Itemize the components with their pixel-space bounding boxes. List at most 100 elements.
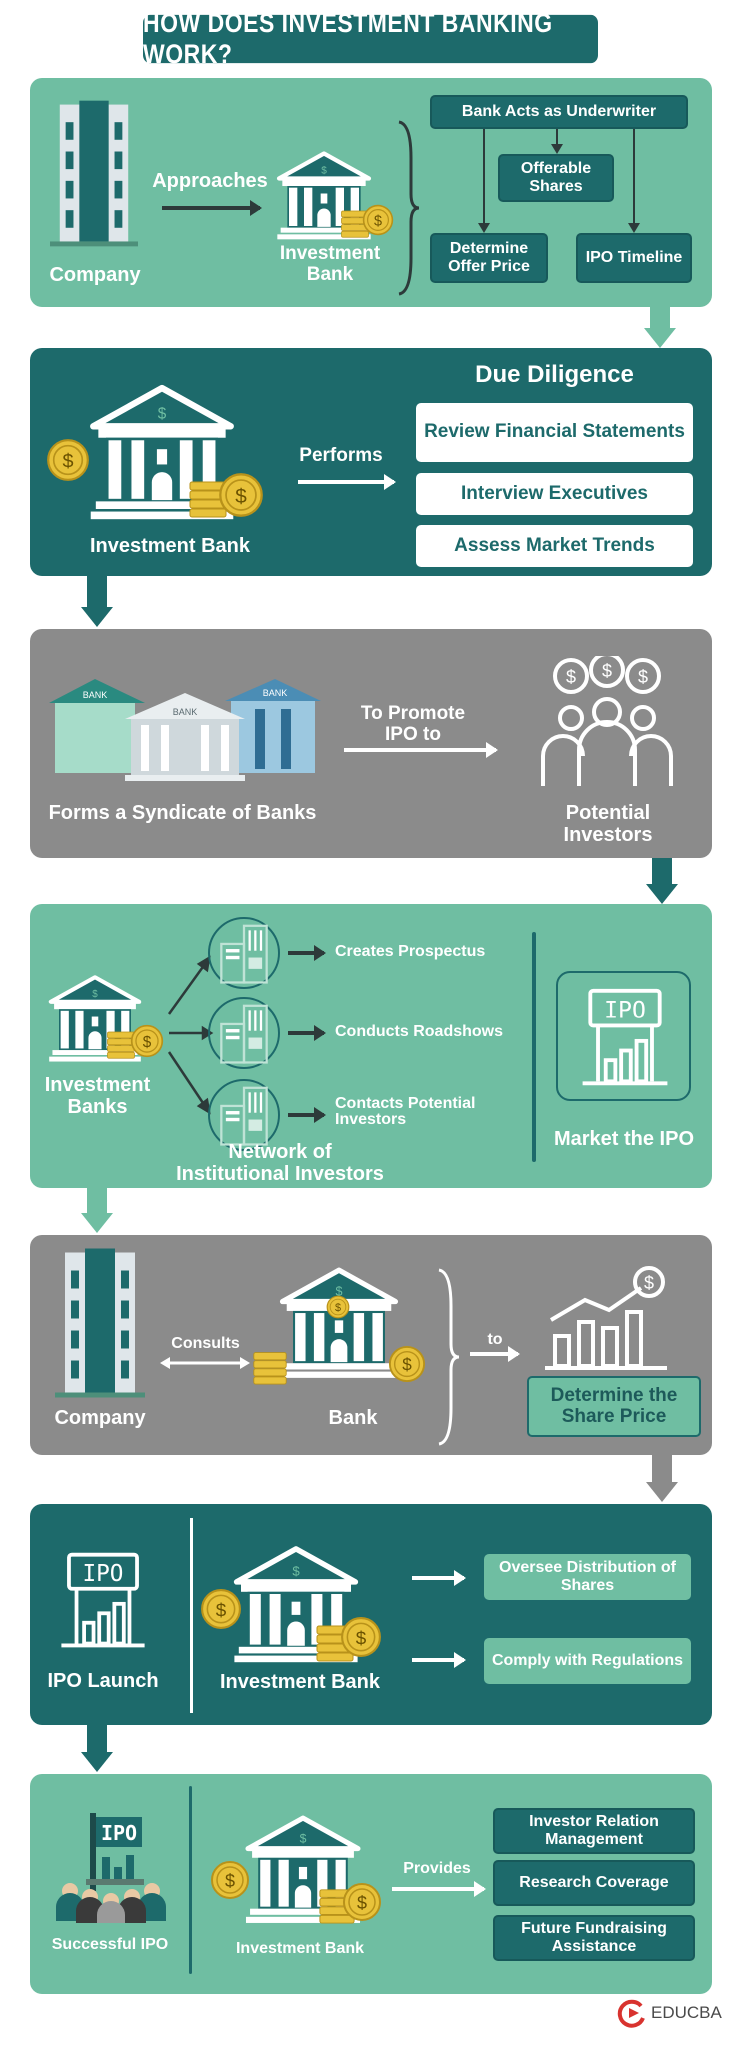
arrow-down-icon [646,1482,678,1502]
institution-circle [208,997,280,1069]
arrow-down-icon [644,328,676,348]
service-box: Research Coverage [493,1860,695,1906]
action-label: Contacts Potential Investors [335,1095,476,1128]
due-diligence-item: Interview Executives [416,473,693,515]
step-7-panel: IPO Successful IPO Investment Bank Provi… [30,1774,712,1994]
svg-text:BANK: BANK [263,688,288,698]
office-building-icon [210,919,278,987]
coin-stack-icon [252,1345,288,1389]
arrow-down-icon [81,1213,113,1233]
coin-icon [388,1345,426,1383]
svg-text:$: $ [638,667,648,687]
share-price-box: Determine the Share Price [527,1376,701,1437]
brace-icon [438,1268,460,1446]
investment-bank-label: Investment Bank [235,1940,365,1957]
bank-icon [274,1266,404,1381]
company-label: Company [54,1407,146,1429]
offer-price-box: Determine Offer Price [430,233,548,283]
connector-arrow [650,307,670,329]
step-3-panel: BANK BANK BANK Forms a Syndicate of Bank… [30,629,712,858]
step-5-panel: Company Consults Bank to $ Determine the… [30,1235,712,1455]
svg-text:$: $ [644,1273,654,1293]
coin-icon [342,1882,382,1922]
arrow-right-icon [288,1107,326,1123]
svg-text:$: $ [566,667,576,687]
double-arrow-icon [160,1357,250,1369]
connector-arrow [652,858,672,885]
consults-label: Consults [171,1335,240,1352]
investment-bank-label: Investment Bank [219,1671,381,1693]
coin-icon [130,1024,164,1058]
underwriter-box: Bank Acts as Underwriter [430,95,688,129]
arrow-down-icon [646,884,678,904]
to-label: to [487,1331,503,1348]
provides-label: Provides [403,1860,471,1877]
ipo-chart-icon [54,1549,152,1653]
potential-investors-icon: $$$ [541,656,673,786]
divider [190,1518,193,1713]
page-title: HOW DOES INVESTMENT BANKING WORK? [143,8,598,69]
arrow-right-icon [412,1570,466,1586]
coin-icon [340,1616,382,1658]
step-2-panel: Due Diligence Investment Bank Performs R… [30,348,712,576]
syndicate-label: Forms a Syndicate of Banks [48,802,317,824]
ipo-timeline-box: IPO Timeline [576,233,692,283]
successful-ipo-icon: IPO [56,1813,166,1923]
connector-arrow [87,1188,107,1214]
office-building-icon [210,999,278,1067]
divider [189,1786,192,1974]
action-label: Creates Prospectus [335,943,486,960]
svg-text:BANK: BANK [83,690,108,700]
successful-ipo-label: Successful IPO [51,1936,169,1953]
coin-icon [200,1588,242,1630]
approaches-label: Approaches [152,170,268,192]
arrow-right-icon [344,742,498,758]
potential-investors-label: Potential Investors [563,802,653,846]
ipo-launch-label: IPO Launch [47,1670,159,1692]
educba-wordmark: EDUCBA [651,2003,722,2022]
investment-bank-label: Investment Bank [279,243,381,285]
action-label: Conducts Roadshows [335,1023,504,1040]
promote-label: To Promote IPO to [360,703,466,745]
market-ipo-label: Market the IPO [553,1128,695,1150]
arrow-down-icon [81,607,113,627]
institution-circle [208,1079,280,1151]
step-4-panel: Investment Banks Creates Prospectus Cond… [30,904,712,1188]
company-label: Company [49,264,141,286]
arrow-right-icon [162,200,262,216]
launch-task-box: Oversee Distribution of Shares [484,1554,691,1600]
due-diligence-item: Review Financial Statements [416,403,693,462]
offerable-shares-box: Offerable Shares [498,154,614,202]
connector-arrow [87,576,107,608]
institution-circle [208,917,280,989]
bank-label: Bank [328,1407,378,1429]
connector-arrow [87,1725,107,1753]
coin-icon [46,438,90,482]
arrow-right-icon [412,1652,466,1668]
arrow-right-icon [288,945,326,961]
due-diligence-heading: Due Diligence [475,361,634,388]
connector-arrow [652,1455,672,1483]
service-box: Future Fundraising Assistance [493,1915,695,1961]
step-1-panel: Company Approaches Investment Bank Bank … [30,78,712,307]
company-building-icon [50,100,138,248]
arrow-down-icon [628,129,640,233]
educba-logo: EDUCBA [617,1998,722,2028]
performs-label: Performs [299,445,383,466]
branch-arrows-icon [167,955,214,1115]
divider [532,932,536,1162]
educba-logo-icon [617,1999,645,2028]
investment-banks-label: Investment Banks [44,1074,151,1118]
step-6-panel: IPO Launch Investment Bank Oversee Distr… [30,1504,712,1725]
coin-icon [210,1860,250,1900]
svg-text:BANK: BANK [173,707,198,717]
arrow-right-icon [470,1346,520,1362]
arrow-right-icon [298,474,396,490]
coin-icon [326,1295,350,1319]
office-building-icon [210,1081,278,1149]
price-chart-icon: $ [545,1266,667,1370]
coin-icon [218,472,264,518]
arrow-right-icon [288,1025,326,1041]
launch-task-box: Comply with Regulations [484,1638,691,1684]
brace-icon [398,120,420,296]
